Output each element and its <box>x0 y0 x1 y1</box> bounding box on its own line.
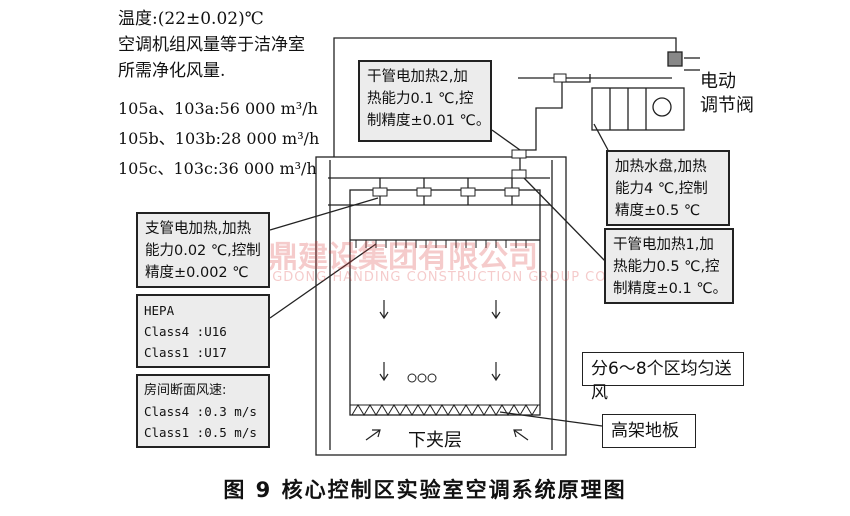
leader-floor <box>499 411 603 427</box>
watermark-en: GUANGDONG HANDING CONSTRUCTION GROUP CO.… <box>230 270 643 285</box>
ahu-fan <box>652 97 672 117</box>
callout-line: HEPA <box>144 303 175 318</box>
supply-duct-main <box>519 74 591 176</box>
leader-dry-heater2 <box>491 129 521 151</box>
callout-line: 能力0.02 ℃,控制 <box>145 243 261 259</box>
callout-line: Class4 :0.3 m/s <box>144 404 257 419</box>
zones-note: 分6～8个区均匀送风 <box>582 352 744 403</box>
callout-dry-heater-1: 干管电加热1,加 热能力0.5 ℃,控 制精度±0.1 ℃。 <box>604 228 734 304</box>
flow-rate-3: 105c、103c:36 000 m³/h <box>118 159 317 178</box>
leader-hepa <box>269 243 377 319</box>
callout-line: 干管电加热1,加 <box>613 237 714 253</box>
callout-line: Class1 :0.5 m/s <box>144 425 257 440</box>
temperature-spec: 温度:(22±0.02)℃ <box>118 9 264 29</box>
damper-label-line: 调节阀 <box>700 95 754 116</box>
electric-damper <box>667 51 683 67</box>
lower-plenum-label: 下夹层 <box>408 430 462 451</box>
callout-line: Class1 :U17 <box>144 345 227 360</box>
callout-line: 制精度±0.1 ℃。 <box>613 281 728 297</box>
callout-line: 热能力0.1 ℃,控 <box>367 91 474 107</box>
ahu-unit <box>591 87 685 131</box>
callout-dry-heater-2: 干管电加热2,加 热能力0.1 ℃,控 制精度±0.01 ℃。 <box>358 60 492 142</box>
callout-line: Class4 :U16 <box>144 324 227 339</box>
callout-heating-water-pan: 加热水盘,加热 能力4 ℃,控制 精度±0.5 ℃ <box>606 150 730 226</box>
raised-floor-label: 高架地板 <box>602 414 696 448</box>
leader-branch-heater <box>269 197 379 231</box>
callout-line: 热能力0.5 ℃,控 <box>613 259 720 275</box>
airflow-spec-line2: 所需净化风量. <box>118 61 226 81</box>
damper-label: 电动 调节阀 <box>700 70 754 118</box>
airflow-spec-line1: 空调机组风量等于洁净室 <box>118 35 305 55</box>
leader-dry-heater1 <box>523 177 607 263</box>
raised-floor-grating <box>349 404 541 416</box>
callout-line: 精度±0.002 ℃ <box>145 265 249 281</box>
figure-caption: 图 9 核心控制区实验室空调系统原理图 <box>223 478 627 502</box>
room-inner-wall <box>349 189 541 416</box>
callout-branch-heater: 支管电加热,加热 能力0.02 ℃,控制 精度±0.002 ℃ <box>136 212 270 288</box>
callout-line: 支管电加热,加热 <box>145 221 252 237</box>
leader-humidifier <box>593 123 609 151</box>
callout-hepa: HEPA Class4 :U16 Class1 :U17 <box>136 294 270 368</box>
callout-room-velocity: 房间断面风速: Class4 :0.3 m/s Class1 :0.5 m/s <box>136 374 270 448</box>
damper-label-line: 电动 <box>700 71 736 92</box>
flow-rate-2: 105b、103b:28 000 m³/h <box>118 129 320 148</box>
return-duct <box>333 37 677 157</box>
flow-rate-1: 105a、103a:56 000 m³/h <box>118 99 318 118</box>
callout-line: 制精度±0.01 ℃。 <box>367 113 491 129</box>
room-outer-wall <box>315 156 567 456</box>
callout-line: 房间断面风速: <box>144 383 227 398</box>
callout-line: 能力4 ℃,控制 <box>615 181 708 197</box>
callout-line: 加热水盘,加热 <box>615 159 707 175</box>
callout-line: 精度±0.5 ℃ <box>615 203 701 219</box>
callout-line: 干管电加热2,加 <box>367 69 468 85</box>
